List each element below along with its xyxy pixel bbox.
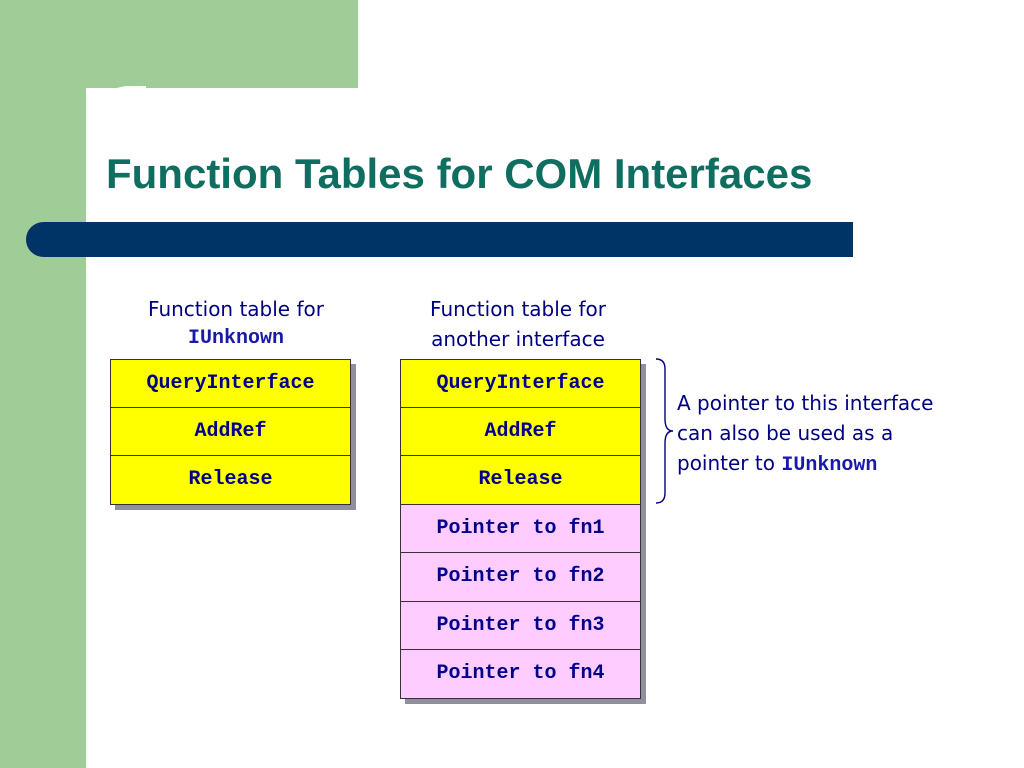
table-cell-addref: AddRef <box>110 407 351 456</box>
caption-text: Function table for <box>430 297 606 321</box>
table-cell-fn1: Pointer to fn1 <box>400 504 641 553</box>
side-decoration-bar <box>0 0 86 768</box>
title-underline-bar <box>26 222 853 257</box>
top-decoration-block <box>86 0 358 88</box>
table-cell-release: Release <box>400 456 641 505</box>
content-corner <box>86 86 146 146</box>
table-cell-queryinterface: QueryInterface <box>400 359 641 408</box>
note-text: pointer to <box>677 451 782 475</box>
table-cell-addref: AddRef <box>400 407 641 456</box>
note-line-1: A pointer to this interface <box>677 391 934 415</box>
table-cell-fn2: Pointer to fn2 <box>400 553 641 602</box>
brace-note: A pointer to this interface can also be … <box>677 388 1017 481</box>
other-interface-table-caption: Function table for another interface <box>388 294 648 354</box>
other-interface-function-table: QueryInterface AddRef Release Pointer to… <box>400 359 641 699</box>
table-cell-queryinterface: QueryInterface <box>110 359 351 408</box>
table-cell-release: Release <box>110 456 351 505</box>
note-line-3: pointer to IUnknown <box>677 448 1017 481</box>
note-line-2: can also be used as a <box>677 421 894 445</box>
iunknown-table-caption: Function table for IUnknown <box>106 294 366 354</box>
table-cell-fn4: Pointer to fn4 <box>400 650 641 699</box>
table-cell-fn3: Pointer to fn3 <box>400 601 641 650</box>
note-interface-name: IUnknown <box>781 454 878 477</box>
caption-interface-name: another interface <box>431 327 605 351</box>
slide-title: Function Tables for COM Interfaces <box>106 150 813 197</box>
caption-interface-name: IUnknown <box>187 327 284 350</box>
caption-text: Function table for <box>148 297 324 321</box>
curly-brace-icon <box>655 358 674 504</box>
iunknown-function-table: QueryInterface AddRef Release <box>110 359 351 505</box>
